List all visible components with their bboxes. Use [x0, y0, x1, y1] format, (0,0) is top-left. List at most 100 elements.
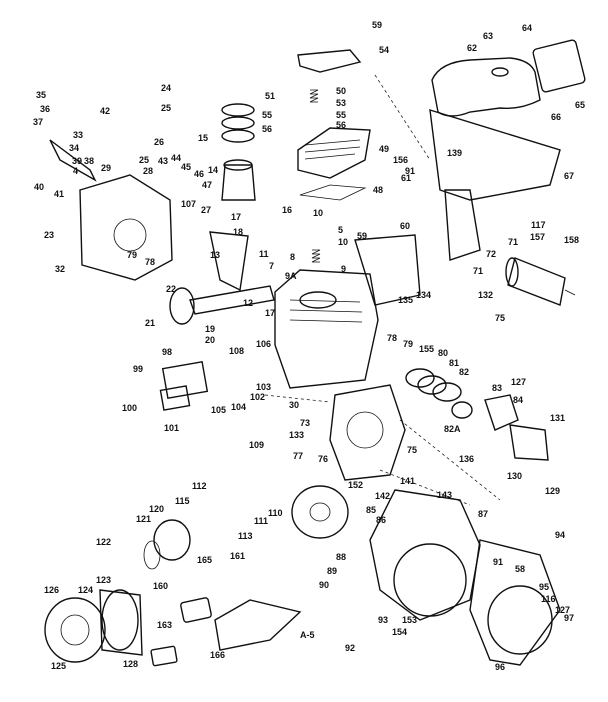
callout-110: 110: [268, 508, 283, 518]
discharge-chute: [469, 539, 561, 666]
callout-10: 10: [313, 208, 324, 218]
callout-14: 14: [208, 165, 219, 175]
callout-166: 166: [210, 650, 226, 660]
spring-ring-121: [143, 540, 161, 570]
flywheel-hub: [309, 502, 331, 522]
callout-87: 87: [478, 509, 489, 519]
callout-84: 84: [513, 395, 524, 405]
callout-89: 89: [327, 566, 338, 576]
callout-96: 96: [495, 662, 506, 672]
callout-94: 94: [555, 530, 566, 540]
callout-37: 37: [33, 117, 44, 127]
spring-ring-120: [153, 519, 191, 561]
callout-79: 79: [127, 250, 138, 260]
gasket-163: [180, 597, 212, 623]
callout-109: 109: [249, 440, 265, 450]
seal-ring-4: [451, 401, 473, 419]
callout-49: 49: [379, 144, 390, 154]
gasket-128: [150, 645, 178, 667]
callout-132: 132: [478, 290, 494, 300]
callout-152: 152: [348, 480, 364, 490]
callout-71: 71: [508, 237, 519, 247]
air-shroud: [329, 384, 406, 481]
blower-outlet: [393, 543, 467, 617]
shroud-opening: [346, 411, 384, 449]
callout-95: 95: [539, 582, 550, 592]
callout-9: 9: [341, 264, 347, 274]
callout-42: 42: [100, 106, 111, 116]
piston-ring-1: [221, 103, 255, 117]
muffler-end: [101, 589, 139, 651]
callout-41: 41: [54, 189, 65, 199]
seal-ring-2: [417, 375, 447, 395]
callout-15: 15: [198, 133, 209, 143]
callout-83: 83: [492, 383, 503, 393]
parts-kit: [214, 599, 302, 651]
callout-22: 22: [166, 284, 177, 294]
callout-21: 21: [145, 318, 156, 328]
callout-115: 115: [175, 496, 190, 506]
callout-55b: 55: [262, 110, 273, 120]
tank-cover-64: [532, 39, 586, 93]
callout-160: 160: [153, 581, 169, 591]
connecting-rod: [209, 231, 249, 292]
callout-25: 25: [161, 103, 172, 113]
head-fins: [304, 139, 361, 160]
fuel-cap: [491, 67, 509, 77]
gasket-plate-98: [161, 360, 209, 400]
callout-51: 51: [265, 91, 276, 101]
callout-33: 33: [73, 130, 84, 140]
starter-terminal: [564, 289, 576, 296]
callout-90: 90: [319, 580, 330, 590]
callout-60: 60: [400, 221, 411, 231]
callout-27: 27: [201, 205, 212, 215]
leader-line-3: [379, 469, 471, 506]
tank-bracket: [429, 109, 561, 201]
callout-38: 38: [84, 156, 95, 166]
flywheel-gear: [169, 287, 195, 325]
callout-4: 4: [73, 166, 79, 176]
callout-72: 72: [486, 249, 497, 259]
callout-40: 40: [34, 182, 45, 192]
cylinder-fins: [289, 299, 363, 323]
callout-a5: A-5: [300, 630, 315, 640]
piston-ring-2: [221, 116, 255, 130]
callout-143: 143: [437, 490, 453, 500]
piston-top: [223, 159, 253, 171]
blower-bracket: [444, 189, 481, 261]
callout-54: 54: [379, 45, 390, 55]
callout-156: 156: [393, 155, 409, 165]
callout-130: 130: [507, 471, 523, 481]
callout-157: 157: [530, 232, 546, 242]
callout-100: 100: [122, 403, 138, 413]
callout-9a: 9A: [285, 271, 297, 281]
muffler-inner: [60, 614, 90, 646]
callout-56b: 56: [262, 124, 273, 134]
callout-56: 56: [336, 120, 347, 130]
carb-body: [509, 424, 549, 461]
callout-142: 142: [375, 491, 391, 501]
engine-block: [274, 269, 379, 389]
callout-98: 98: [162, 347, 173, 357]
callout-23: 23: [44, 230, 55, 240]
callout-78b: 78: [387, 333, 398, 343]
callout-17: 17: [231, 212, 242, 222]
callout-18: 18: [233, 227, 244, 237]
leader-line-1: [374, 74, 431, 161]
callout-65: 65: [575, 100, 586, 110]
callout-97: 97: [564, 613, 575, 623]
callout-101: 101: [164, 423, 180, 433]
callout-29: 29: [101, 163, 112, 173]
callout-81: 81: [449, 358, 460, 368]
callout-88: 88: [336, 552, 347, 562]
callout-165: 165: [197, 555, 213, 565]
callout-122: 122: [96, 537, 112, 547]
callout-135: 135: [398, 295, 414, 305]
crankcase-bore: [113, 218, 147, 252]
callout-111: 111: [254, 516, 269, 526]
muffler-body: [99, 589, 143, 656]
callout-66: 66: [551, 112, 562, 122]
fuel-tank: [431, 57, 541, 117]
